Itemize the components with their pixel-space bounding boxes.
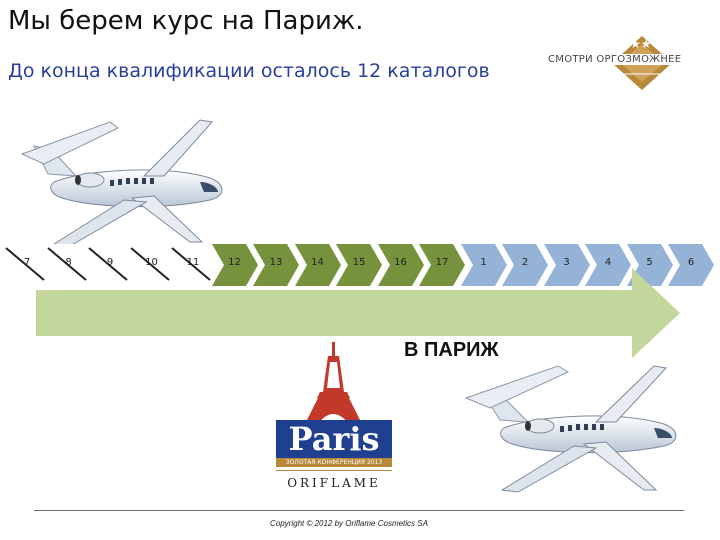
chevron-shape <box>253 244 299 286</box>
copyright-text: Copyright © 2012 by Oriflame Cosmetics S… <box>270 519 428 528</box>
airplane-top-icon <box>20 119 223 247</box>
catalog-number: 8 <box>65 257 72 268</box>
catalog-number: 13 <box>269 257 283 268</box>
catalog-number: 1 <box>480 257 487 268</box>
crossed-out-mark <box>5 247 45 281</box>
chevron-shape <box>211 244 258 286</box>
catalog-chevron-past: 11 <box>169 243 217 287</box>
arrow-label: В ПАРИЖ <box>404 339 499 361</box>
chevron-shape <box>668 244 714 286</box>
chevron-shape <box>502 244 548 286</box>
catalog-number: 9 <box>106 257 114 268</box>
progress-arrow <box>36 268 680 358</box>
catalog-chevron-green: 15 <box>336 244 382 286</box>
footer-divider <box>34 510 684 511</box>
svg-text:★★★: ★★★ <box>630 37 662 51</box>
catalog-chevron-green: 13 <box>253 244 299 286</box>
slide-subtitle: До конца квалификации осталось 12 катало… <box>8 60 490 82</box>
eiffel-tower-icon <box>276 342 392 471</box>
crossed-out-mark <box>88 247 128 281</box>
catalog-chevron-green: 16 <box>377 244 424 286</box>
slide-title: Мы берем курс на Париж. <box>8 6 364 36</box>
catalog-number: 11 <box>186 257 200 268</box>
catalog-number: 15 <box>352 257 366 268</box>
catalog-chevron-past: 9 <box>86 243 134 287</box>
brand-logo: ★★★ СМОТРИ ОРГОЗМОЖНЕЕ <box>546 34 684 92</box>
catalog-number: 17 <box>435 257 449 268</box>
catalog-chevron-green: 12 <box>211 244 258 286</box>
catalog-chevron-past: 7 <box>3 243 51 287</box>
chevron-shape <box>419 244 465 286</box>
chevron-shape <box>543 244 590 286</box>
chevron-shape <box>585 244 631 286</box>
paris-tagline: ЗОЛОТАЯ КОНФЕРЕНЦИЯ 2013 <box>285 459 383 466</box>
catalog-chevron-blue: 3 <box>543 244 590 286</box>
oriflame-brand: ORIFLAME <box>287 476 381 490</box>
catalog-number: 16 <box>394 257 407 268</box>
catalog-chevron-blue: 1 <box>460 244 507 286</box>
catalog-number: 7 <box>23 257 31 268</box>
catalog-chevron-green: 17 <box>419 244 465 286</box>
catalog-number: 4 <box>604 257 612 268</box>
crossed-out-mark <box>171 247 211 281</box>
chevron-shape <box>377 244 424 286</box>
chevron-shape <box>294 244 341 286</box>
catalog-number: 14 <box>311 257 324 268</box>
chevron-shape <box>336 244 382 286</box>
crossed-out-mark <box>46 247 87 281</box>
paris-word: Paris <box>288 420 380 458</box>
chevron-shape <box>460 244 507 286</box>
catalog-number: 3 <box>563 257 570 268</box>
catalog-chevron-past: 10 <box>127 243 176 287</box>
paris-conference-logo: Paris ЗОЛОТАЯ КОНФЕРЕНЦИЯ 2013 ORIFLAME <box>270 340 398 500</box>
catalog-chevron-blue: 4 <box>585 244 631 286</box>
catalog-number: 2 <box>521 257 529 268</box>
catalog-number: 12 <box>228 257 241 268</box>
brand-logo-text: СМОТРИ ОРГОЗМОЖНЕЕ <box>546 54 684 65</box>
catalog-number: 5 <box>646 257 653 268</box>
catalog-number: 6 <box>687 257 695 268</box>
chevron-shape <box>44 243 93 287</box>
catalog-chevron-blue: 6 <box>668 244 714 286</box>
chevron-shape <box>3 243 51 287</box>
airplane-bottom-icon <box>464 365 677 493</box>
crossed-out-mark <box>129 247 170 281</box>
catalog-chevron-blue: 2 <box>502 244 548 286</box>
catalog-chevron-green: 14 <box>294 244 341 286</box>
catalog-chevron-past: 8 <box>44 243 93 287</box>
catalog-number: 10 <box>145 257 158 268</box>
